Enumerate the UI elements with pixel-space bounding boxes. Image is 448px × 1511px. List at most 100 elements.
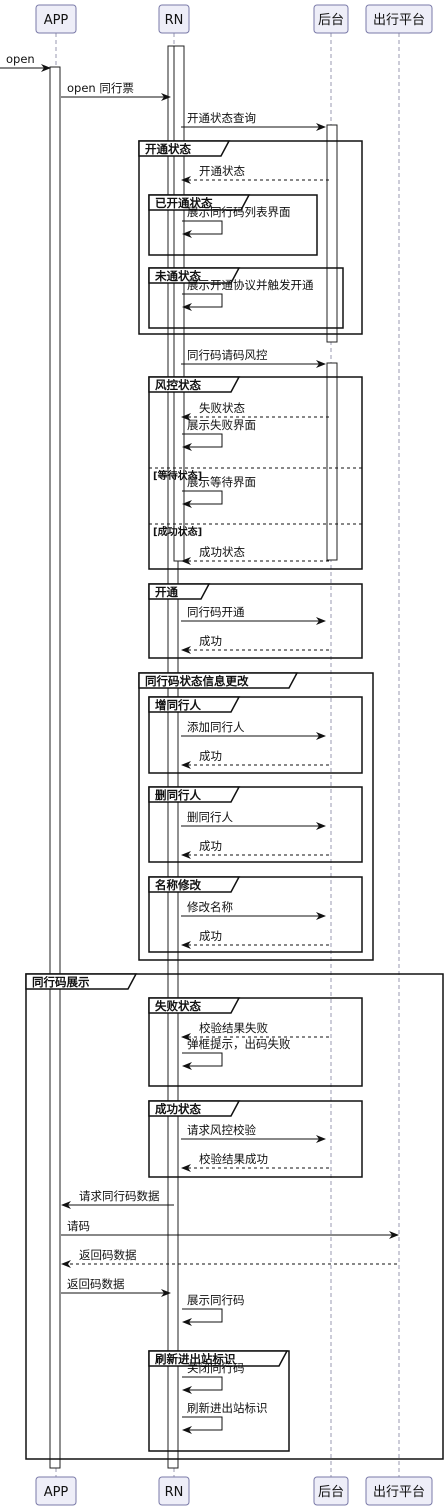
frame-3: 未通状态 <box>148 267 344 329</box>
frame-7: 增同行人 <box>148 696 363 774</box>
message-label: 请码 <box>67 1219 90 1233</box>
message-label: 成功 <box>199 749 222 763</box>
frame-label: 同行码展示 <box>32 975 90 989</box>
message-label: 修改名称 <box>187 900 233 914</box>
else-label: [成功状态] <box>153 525 202 538</box>
frame-label: 风控状态 <box>155 378 201 392</box>
else-label: [等待状态] <box>153 469 202 482</box>
participant-label: 后台 <box>318 1485 344 1500</box>
message-label: 刷新进出站标识 <box>187 1401 268 1415</box>
message-18: 修改名称 <box>181 900 326 920</box>
message-22: 请求风控校验 <box>181 1123 326 1143</box>
message-label: 校验结果成功 <box>199 1152 268 1166</box>
frame-label: 刷新进出站标识 <box>155 1352 236 1366</box>
message-label: 返回码数据 <box>79 1248 137 1262</box>
frame-2: 已开通状态 <box>148 194 318 256</box>
message-label: 成功 <box>199 839 222 853</box>
message-3: 开通状态查询 <box>181 111 326 131</box>
message-17: 成功 <box>181 839 329 859</box>
message-8: 失败状态 <box>181 401 329 421</box>
message-label: 关闭同行码 <box>187 1361 245 1375</box>
message-26: 返回码数据 <box>61 1248 397 1268</box>
message-label: 成功 <box>199 929 222 943</box>
message-label: 展示同行码列表界面 <box>187 205 291 219</box>
participant-rn-top: RN <box>158 4 190 34</box>
message-label: 展示等待界面 <box>187 475 256 489</box>
frame-label: 开通状态 <box>145 142 191 156</box>
message-label: 请求同行码数据 <box>79 1189 160 1203</box>
message-11: 成功状态 <box>181 545 329 565</box>
participant-backend-bottom: 后台 <box>313 1476 349 1506</box>
message-30: 刷新进出站标识 <box>182 1401 268 1434</box>
frame-label: 开通 <box>155 585 178 599</box>
frame-9: 名称修改 <box>148 876 363 953</box>
frame-4: 风控状态 [等待状态] [成功状态] <box>148 376 363 570</box>
participant-label: 出行平台 <box>373 1485 425 1500</box>
participant-backend-top: 后台 <box>313 4 349 34</box>
message-label: 弹框提示，出码失败 <box>187 1037 291 1051</box>
message-label: 开通状态查询 <box>187 111 256 125</box>
frame-label: 名称修改 <box>155 878 201 892</box>
message-21: 弹框提示，出码失败 <box>182 1037 291 1070</box>
frame-label: 成功状态 <box>155 1102 201 1116</box>
frame-label: 未通状态 <box>154 269 201 283</box>
activation-bar-rn <box>173 45 185 562</box>
message-6: 展示开通协议并触发开通 <box>182 278 314 311</box>
participant-app-bottom: APP <box>35 1476 77 1506</box>
message-28: 展示同行码 <box>182 1293 245 1326</box>
message-2: open 同行票 <box>61 81 171 101</box>
participant-label: 后台 <box>318 13 344 28</box>
frame-5: 开通 <box>148 583 363 659</box>
activation-bar-backend <box>326 362 338 561</box>
activation-bar-app <box>49 66 61 1469</box>
message-label: 请求风控校验 <box>187 1123 256 1137</box>
participant-label: RN <box>165 1485 184 1500</box>
frame-label: 同行码状态信息更改 <box>145 674 249 688</box>
message-5: 展示同行码列表界面 <box>182 205 291 238</box>
message-label: 展示开通协议并触发开通 <box>187 278 314 292</box>
message-12: 同行码开通 <box>181 605 326 625</box>
frame-12: 成功状态 <box>148 1100 363 1178</box>
message-14: 添加同行人 <box>181 720 326 740</box>
frame-label: 失败状态 <box>155 999 201 1013</box>
participant-app-top: APP <box>35 4 77 34</box>
message-19: 成功 <box>181 929 329 949</box>
frame-11: 失败状态 <box>148 997 363 1087</box>
participant-platform-bottom: 出行平台 <box>365 1476 433 1506</box>
message-20: 校验结果失败 <box>181 1021 329 1041</box>
participant-label: RN <box>165 13 184 28</box>
message-label: 失败状态 <box>199 401 245 415</box>
frame-13: 刷新进出站标识 <box>148 1350 290 1452</box>
participant-label: 出行平台 <box>373 13 425 28</box>
message-label: 同行码请码风控 <box>187 348 268 362</box>
message-10: 展示等待界面 <box>182 475 256 508</box>
message-4: 开通状态 <box>181 164 329 184</box>
message-label: 添加同行人 <box>187 720 245 734</box>
participant-platform-top: 出行平台 <box>365 4 433 34</box>
frame-6: 同行码状态信息更改 <box>138 672 374 961</box>
participant-rn-bottom: RN <box>158 1476 190 1506</box>
message-29: 关闭同行码 <box>182 1361 245 1394</box>
message-label: 同行码开通 <box>187 605 245 619</box>
message-label: open 同行票 <box>67 81 134 95</box>
activation-bar-rn <box>167 45 179 1469</box>
message-7: 同行码请码风控 <box>181 348 326 368</box>
message-label: 返回码数据 <box>67 1277 125 1291</box>
message-label: 展示失败界面 <box>187 418 256 432</box>
message-15: 成功 <box>181 749 329 769</box>
frame-10: 同行码展示 <box>25 973 444 1460</box>
frame-1: 开通状态 <box>138 140 363 335</box>
message-25: 请码 <box>61 1219 399 1239</box>
participant-label: APP <box>44 13 69 28</box>
message-9: 展示失败界面 <box>182 418 256 451</box>
message-1: open <box>0 52 51 72</box>
frame-8: 删同行人 <box>148 786 363 863</box>
message-24: 请求同行码数据 <box>61 1189 174 1209</box>
frame-label: 增同行人 <box>155 698 201 712</box>
activation-bar-backend <box>326 124 338 343</box>
message-27: 返回码数据 <box>61 1277 171 1297</box>
frame-label: 删同行人 <box>155 788 201 802</box>
message-label: 校验结果失败 <box>199 1021 268 1035</box>
message-label: 成功 <box>199 634 222 648</box>
